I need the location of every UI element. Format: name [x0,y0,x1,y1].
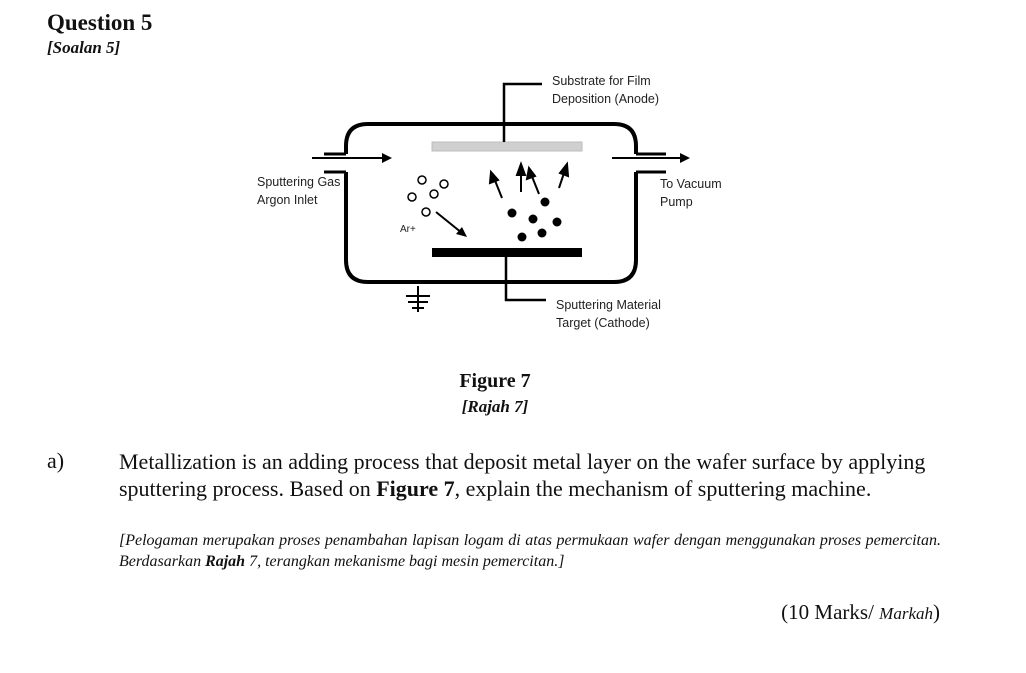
vacuum-label-line1: To Vacuum [660,177,722,191]
anode-lead [502,82,542,142]
ejection-arrows [488,161,570,199]
substrate-label-line2: Deposition (Anode) [552,92,659,106]
question-subtitle: [Soalan 5] [47,38,121,57]
english-text-start: Metallization is an adding process that … [119,449,926,501]
part-label: a) [47,448,65,473]
argon-atoms [407,175,449,217]
question-text-malay: [Pelogaman merupakan proses penambahan l… [119,530,941,572]
sputtering-diagram: Substrate for Film Deposition (Anode) Sp… [257,74,722,330]
malay-text-start: [Pelogaman merupakan proses penambahan l… [119,532,941,570]
sputtered-atoms [507,197,562,242]
english-figure-ref: Figure 7 [376,476,455,501]
malay-text-end: 7, terangkan mekanisme bagi mesin pemerc… [245,553,565,570]
question-text-english: Metallization is an adding process that … [119,448,941,502]
target-label-line1: Sputtering Material [556,298,661,312]
ion-arrow [435,211,463,234]
figure-subtitle: [Rajah 7] [461,397,529,416]
marks-allocation: (10 Marks/ Markah) [700,600,940,625]
gas-inlet-label-line1: Sputtering Gas [257,175,340,189]
vacuum-label-line2: Pump [660,195,693,209]
chamber-outline [344,122,638,284]
ion-arrowhead [456,227,467,237]
ion-label: Ar+ [400,224,416,235]
target-label-line2: Target (Cathode) [556,316,650,330]
vacuum-outlet-arrowhead [680,153,690,163]
substrate-plate [431,141,583,152]
vacuum-outlet-pipe [636,152,666,174]
marks-close: ) [933,600,940,624]
malay-figure-ref: Rajah [205,553,246,570]
gas-inlet-arrowhead [382,153,392,163]
question-title: Question 5 [47,10,153,35]
marks-english: (10 Marks/ [781,600,880,624]
figure-title: Figure 7 [459,370,531,392]
gas-inlet-pipe [324,152,346,174]
gas-inlet-label-line2: Argon Inlet [257,193,318,207]
cathode-lead [504,257,546,302]
target-plate [432,248,582,257]
substrate-label-line1: Substrate for Film [552,74,651,88]
marks-malay: Markah [879,604,933,623]
ground-icon [406,286,430,312]
english-text-end: , explain the mechanism of sputtering ma… [454,476,872,501]
